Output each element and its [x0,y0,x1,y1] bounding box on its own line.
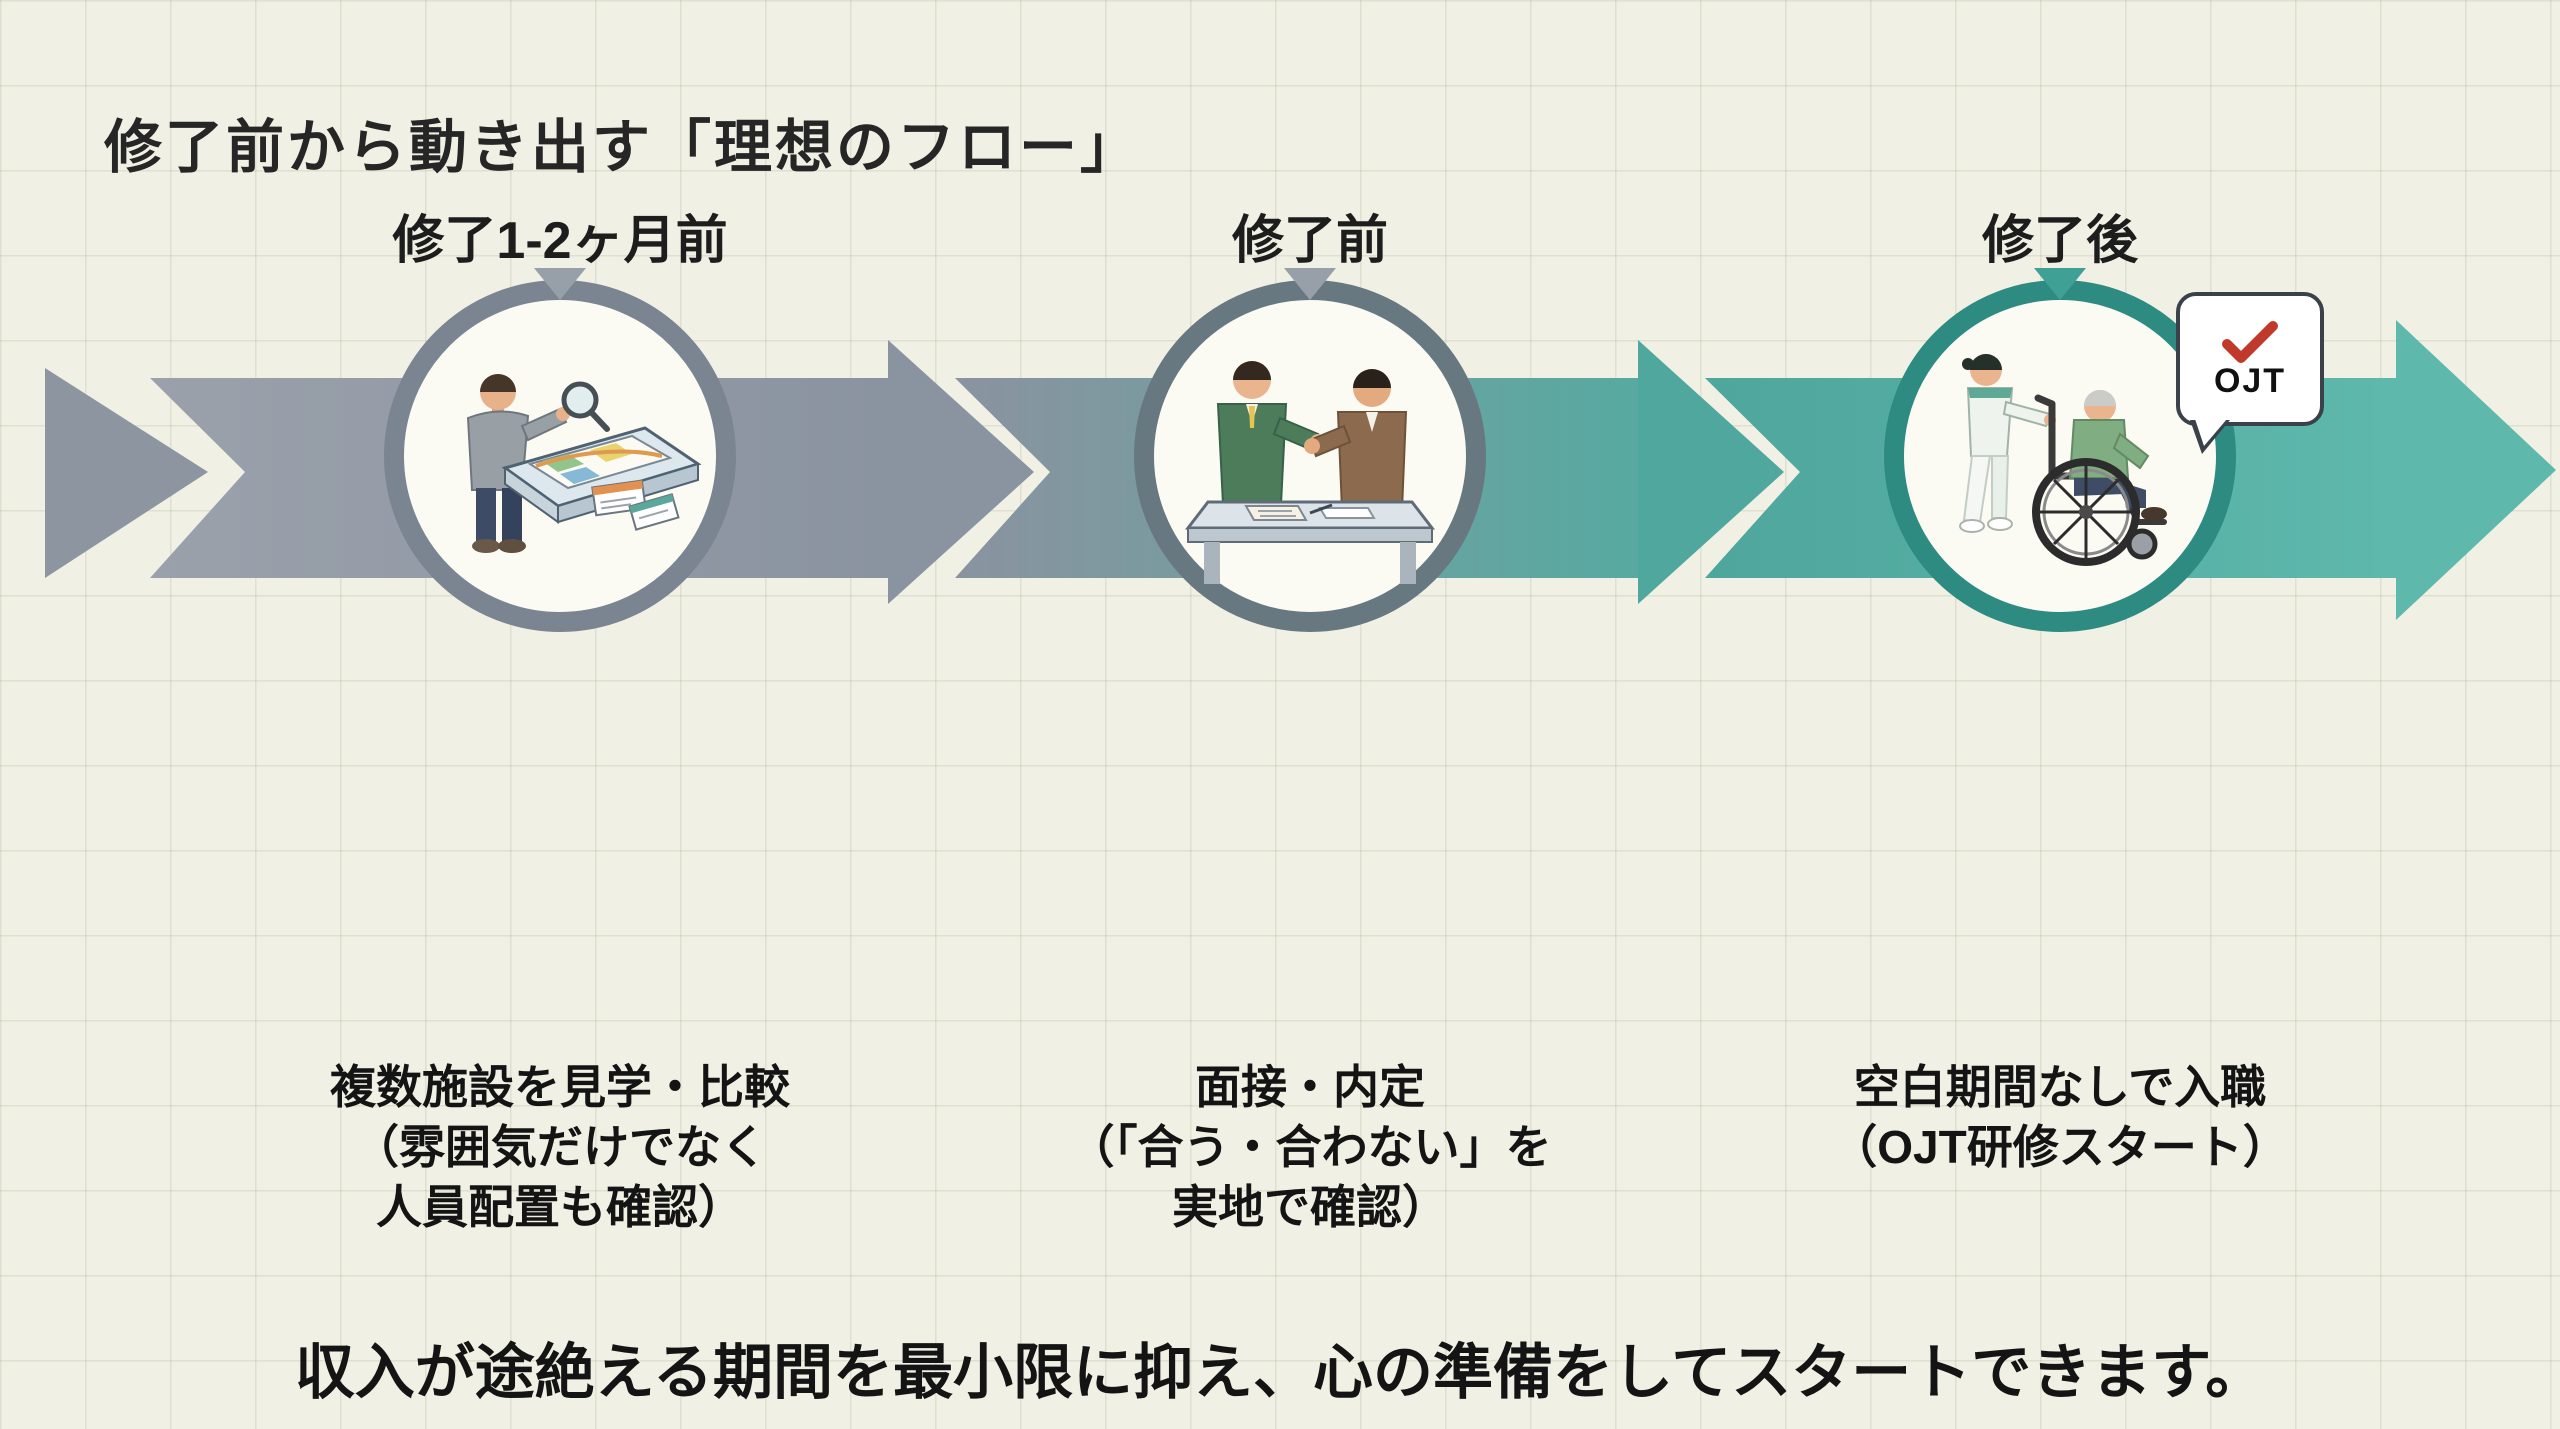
stage-1-label: 修了1-2ヶ月前 [392,212,728,270]
caption-line: 面接・内定 [1195,1061,1425,1113]
check-icon [2222,321,2278,363]
caption-line: （OJT研修スタート） [1831,1120,2289,1173]
interviewer-figure [1216,361,1326,505]
arrow-head-2 [1638,340,1784,604]
stage-1-circle [384,280,736,632]
caregiver-wheelchair-illustration [1959,354,2167,566]
stage-1-caption: 複数施設を見学・比較 （雰囲気だけでなく 人員配置も確認） [330,1058,790,1237]
arrow-start-chevron [45,368,208,578]
caption-line: （「合う・合わない」を [1068,1120,1552,1173]
badge-tail [2195,419,2227,446]
stage-2-caption: 面接・内定 （「合う・合わない」を 実地で確認） [1069,1058,1552,1237]
stage-2-circle [1134,280,1486,632]
ojt-badge: OJT [2176,292,2324,454]
down-pointer-icon [2034,268,2086,300]
caption-line: 複数施設を見学・比較 [330,1061,790,1113]
caption-line: （雰囲気だけでなく [353,1120,767,1173]
summary-text: 収入が途絶える期間を最小限に抑え、心の準備をしてスタートできます。 [294,1339,2266,1406]
interview-handshake-illustration [1184,361,1436,584]
arrow-head-1 [888,340,1034,604]
caption-line: 空白期間なしで入職 [1853,1061,2267,1113]
map-table [501,426,702,531]
stage-3-caption: 空白期間なしで入職 （OJT研修スタート） [1831,1058,2288,1178]
stage-3-label: 修了後 [1981,212,2139,270]
caption-line: 人員配置も確認） [376,1180,744,1233]
down-pointer-icon [534,268,586,300]
elderly-figure [2068,390,2167,521]
interview-table [1184,500,1436,584]
ojt-badge-label: OJT [2213,362,2287,400]
caption-line: 実地で確認） [1172,1180,1448,1233]
caregiver-figure [1959,354,2056,533]
page-title: 修了前から動き出す「理想のフロー」 [104,115,1142,180]
arrow-head-final [2396,320,2556,620]
wheelchair-wheels [2032,458,2158,566]
facility-comparison-illustration [466,374,702,553]
down-pointer-icon [1284,268,1336,300]
stage-2-label: 修了前 [1231,212,1389,270]
person-figure [466,374,570,553]
candidate-figure [1304,369,1408,511]
magnifier-icon [561,381,610,432]
